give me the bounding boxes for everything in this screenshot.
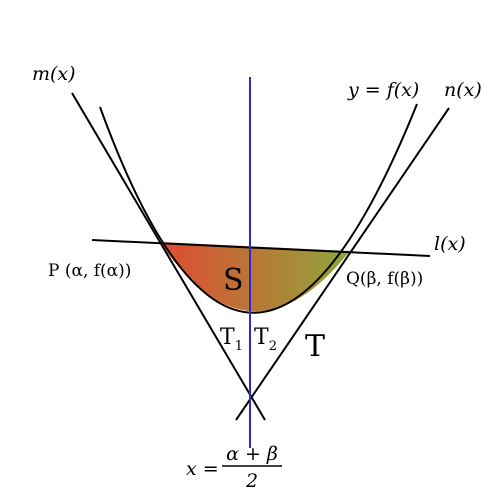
label-l: l(x)	[434, 233, 466, 255]
label-frac-num: α + β	[226, 443, 278, 465]
label-n: n(x)	[444, 79, 482, 101]
label-x-eq: x =	[186, 458, 219, 480]
label-t2: T2	[254, 325, 277, 354]
label-t2-sub: 2	[269, 339, 277, 354]
label-m: m(x)	[32, 63, 76, 85]
label-frac-den: 2	[245, 470, 258, 492]
label-y-eq-fx: y = f(x)	[347, 79, 419, 101]
label-t1-base: T	[220, 325, 235, 350]
label-s: S	[223, 263, 244, 298]
label-t: T	[305, 329, 325, 364]
label-point-p: P (α, f(α))	[48, 261, 131, 281]
tangent-m	[71, 92, 266, 421]
label-t1-sub: 1	[235, 339, 243, 354]
line-l	[91, 239, 431, 257]
label-t2-base: T	[254, 325, 269, 350]
label-t1: T1	[220, 325, 243, 354]
tangent-n	[235, 107, 450, 421]
label-point-q: Q(β, f(β))	[346, 269, 423, 289]
parabola-curve	[99, 103, 418, 314]
